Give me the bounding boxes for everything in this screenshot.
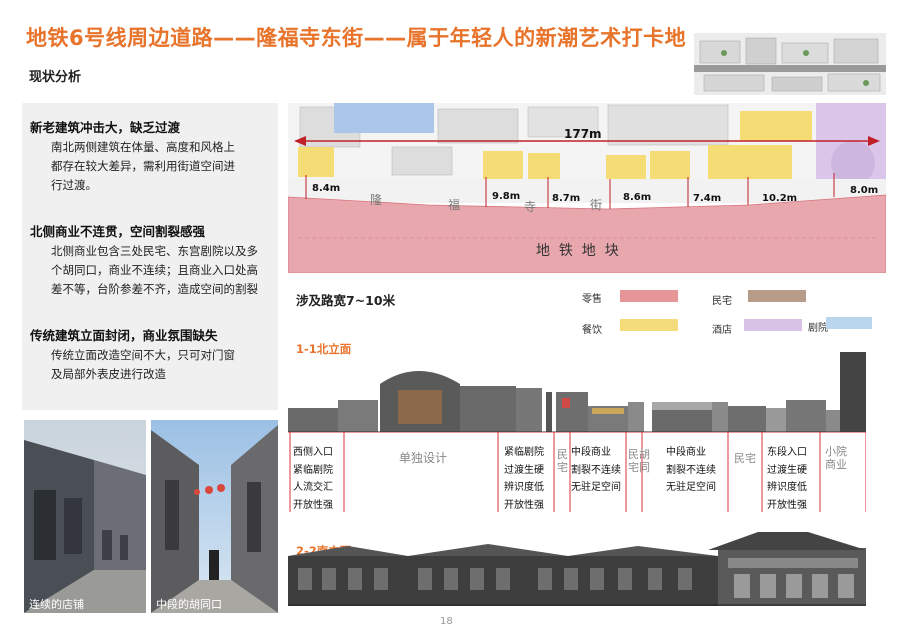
north-note-west-entrance: 西侧入口 紧临剧院 人流交汇 开放性强 xyxy=(293,444,333,514)
legend-swatch-residence xyxy=(748,290,806,302)
site-plan-drawing xyxy=(287,103,887,274)
analysis-body-2: 北侧商业包含三处民宅、东宫剧院以及多 个胡同口，商业不连续；且商业入口处高 差不… xyxy=(51,242,258,299)
north-note-residence-1: 民 宅 xyxy=(557,448,568,474)
north-note-middle-commerce-1: 中段商业 割裂不连续 无驻足空间 xyxy=(571,444,621,497)
road-width-label: 8.0m xyxy=(850,185,879,196)
north-note-east-entrance: 东段入口 过渡生硬 辨识度低 开放性强 xyxy=(767,444,807,514)
analysis-body-line: 南北两侧建筑在体量、高度和风格上 xyxy=(51,140,235,154)
note-line: 过渡生硬 xyxy=(504,464,544,476)
road-width-summary: 涉及路宽7~10米 xyxy=(296,293,396,308)
note-line: 过渡生硬 xyxy=(767,464,807,476)
analysis-body-line: 北侧商业包含三处民宅、东宫剧院以及多 xyxy=(51,244,258,258)
key-map-thumbnail xyxy=(694,33,886,95)
note-line: 开放性强 xyxy=(767,499,807,511)
north-note-residence-2: 民宅 xyxy=(734,452,756,465)
note-line: 开放性强 xyxy=(293,499,333,511)
note-line: 西侧入口 xyxy=(293,447,333,458)
analysis-body-3: 传统立面改造空间不大，只可对门窗 及局部外表皮进行改造 xyxy=(51,346,235,384)
photo-caption-2: 中段的胡同口 xyxy=(156,598,222,611)
note-line: 民胡 xyxy=(628,448,650,461)
legend-label-hotel: 酒店 xyxy=(712,325,732,336)
page-title: 地铁6号线周边道路——隆福寺东街——属于年轻人的新潮艺术打卡地 xyxy=(26,26,687,50)
photo-caption-1: 连续的店铺 xyxy=(29,598,84,611)
analysis-heading-2: 北侧商业不连贯，空间割裂感强 xyxy=(30,224,206,239)
analysis-panel xyxy=(22,103,278,410)
note-line: 割裂不连续 xyxy=(571,464,621,476)
north-elevation-title: 1-1北立面 xyxy=(296,342,352,356)
page-number: 18 xyxy=(440,616,453,627)
legend-label-residence: 民宅 xyxy=(712,296,732,307)
site-plan: 177m 8.4m 9.8m 8.7m 8.6m 7.4m 10.2m 8.0m… xyxy=(287,103,887,274)
note-line: 宅同 xyxy=(628,461,650,474)
note-line: 中段商业 xyxy=(666,447,706,458)
note-line: 民 xyxy=(557,448,568,461)
south-elevation-drawing xyxy=(288,528,866,606)
analysis-body-line: 及局部外表皮进行改造 xyxy=(51,367,166,381)
legend-label-retail: 零售 xyxy=(582,294,602,305)
note-line: 无驻足空间 xyxy=(571,482,621,493)
north-elevation-drawing xyxy=(288,352,866,434)
note-line: 辨识度低 xyxy=(504,482,544,493)
analysis-body-line: 差不等，台阶参差不齐，造成空间的割裂 xyxy=(51,282,258,296)
analysis-body-line: 都存在较大差异，需利用街道空间进 xyxy=(51,159,235,173)
note-line: 人流交汇 xyxy=(293,482,333,493)
photo-hutong-entrance-image xyxy=(151,420,278,613)
analysis-heading-3: 传统建筑立面封闭，商业氛围缺失 xyxy=(30,328,218,343)
north-elevation-svg xyxy=(288,352,866,433)
analysis-body-line: 个胡同口，商业不连续；且商业入口处高 xyxy=(51,263,258,277)
note-line: 无驻足空间 xyxy=(666,482,716,493)
note-line: 紧临剧院 xyxy=(293,464,333,476)
note-line: 中段商业 xyxy=(571,447,611,458)
note-line: 割裂不连续 xyxy=(666,464,716,476)
note-line: 小院 xyxy=(825,445,847,458)
key-map-drawing xyxy=(694,33,886,95)
road-width-label: 9.8m xyxy=(492,191,521,202)
road-width-label: 8.6m xyxy=(623,192,652,203)
analysis-body-line: 行过渡。 xyxy=(51,178,97,192)
legend-swatch-dining xyxy=(620,319,678,331)
road-width-label: 8.7m xyxy=(552,193,581,204)
photo-continuous-shops-image xyxy=(24,420,146,613)
note-line: 开放性强 xyxy=(504,499,544,511)
photo-hutong-entrance xyxy=(151,420,278,613)
south-elevation-svg xyxy=(288,532,866,606)
note-line: 紧临剧院 xyxy=(504,447,544,458)
north-note-middle-commerce-2: 中段商业 割裂不连续 无驻足空间 xyxy=(666,444,716,497)
analysis-body-line: 传统立面改造空间不大，只可对门窗 xyxy=(51,348,235,362)
street-name-char: 福 xyxy=(448,198,461,212)
street-name-char: 隆 xyxy=(370,193,383,207)
legend-swatch-hotel xyxy=(744,319,802,331)
note-line: 辨识度低 xyxy=(767,482,807,493)
analysis-heading-1: 新老建筑冲击大，缺乏过渡 xyxy=(30,120,181,135)
road-width-label: 10.2m xyxy=(762,193,798,204)
legend-swatch-retail xyxy=(620,290,678,302)
street-length-label: 177m xyxy=(564,127,602,141)
road-width-label: 8.4m xyxy=(312,183,341,194)
north-note-courtyard-commerce: 小院 商业 xyxy=(825,445,847,471)
subway-block-label: 地 铁 地 块 xyxy=(536,243,619,259)
analysis-body-1: 南北两侧建筑在体量、高度和风格上 都存在较大差异，需利用街道空间进 行过渡。 xyxy=(51,138,235,195)
street-name-char: 街 xyxy=(590,198,603,212)
photo-continuous-shops xyxy=(24,420,146,613)
north-elevation-dividers xyxy=(288,432,866,512)
note-line: 商业 xyxy=(825,458,847,471)
section-subtitle: 现状分析 xyxy=(29,70,82,85)
legend-label-dining: 餐饮 xyxy=(582,325,602,336)
legend-label-theater: 剧院 xyxy=(808,323,828,334)
north-note-residence-hutong: 民胡 宅同 xyxy=(628,448,650,474)
north-note-separate-design: 单独设计 xyxy=(399,451,448,465)
legend-swatch-theater xyxy=(826,317,872,329)
road-width-label: 7.4m xyxy=(693,193,722,204)
street-name-char: 寺 xyxy=(524,200,537,214)
note-line: 宅 xyxy=(557,461,568,474)
note-line: 东段入口 xyxy=(767,447,807,458)
north-note-near-theater: 紧临剧院 过渡生硬 辨识度低 开放性强 xyxy=(504,444,544,514)
